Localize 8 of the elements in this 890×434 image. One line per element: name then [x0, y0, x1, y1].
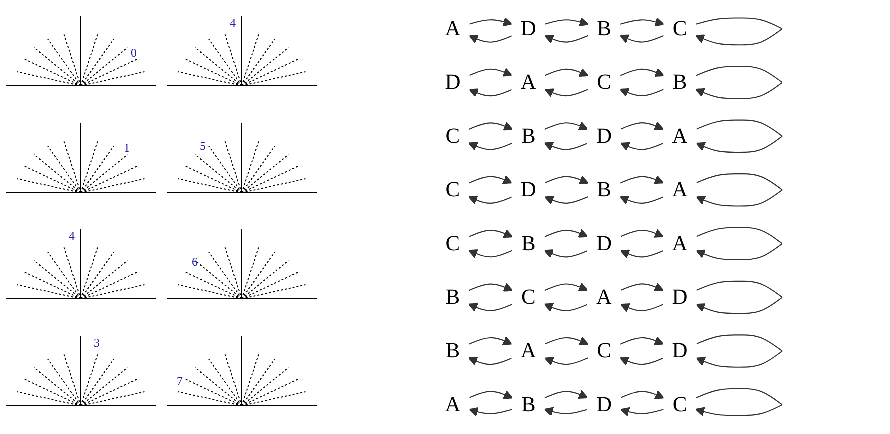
- fan-number: 6: [192, 255, 198, 270]
- fan-number: 4: [230, 16, 236, 31]
- fan-number: 5: [200, 138, 206, 154]
- fan-number: 4: [69, 229, 75, 244]
- fan-number: 7: [177, 374, 183, 388]
- fan-number: 1: [124, 140, 130, 156]
- fan-number: 0: [131, 46, 137, 61]
- fan-number: 3: [94, 336, 100, 350]
